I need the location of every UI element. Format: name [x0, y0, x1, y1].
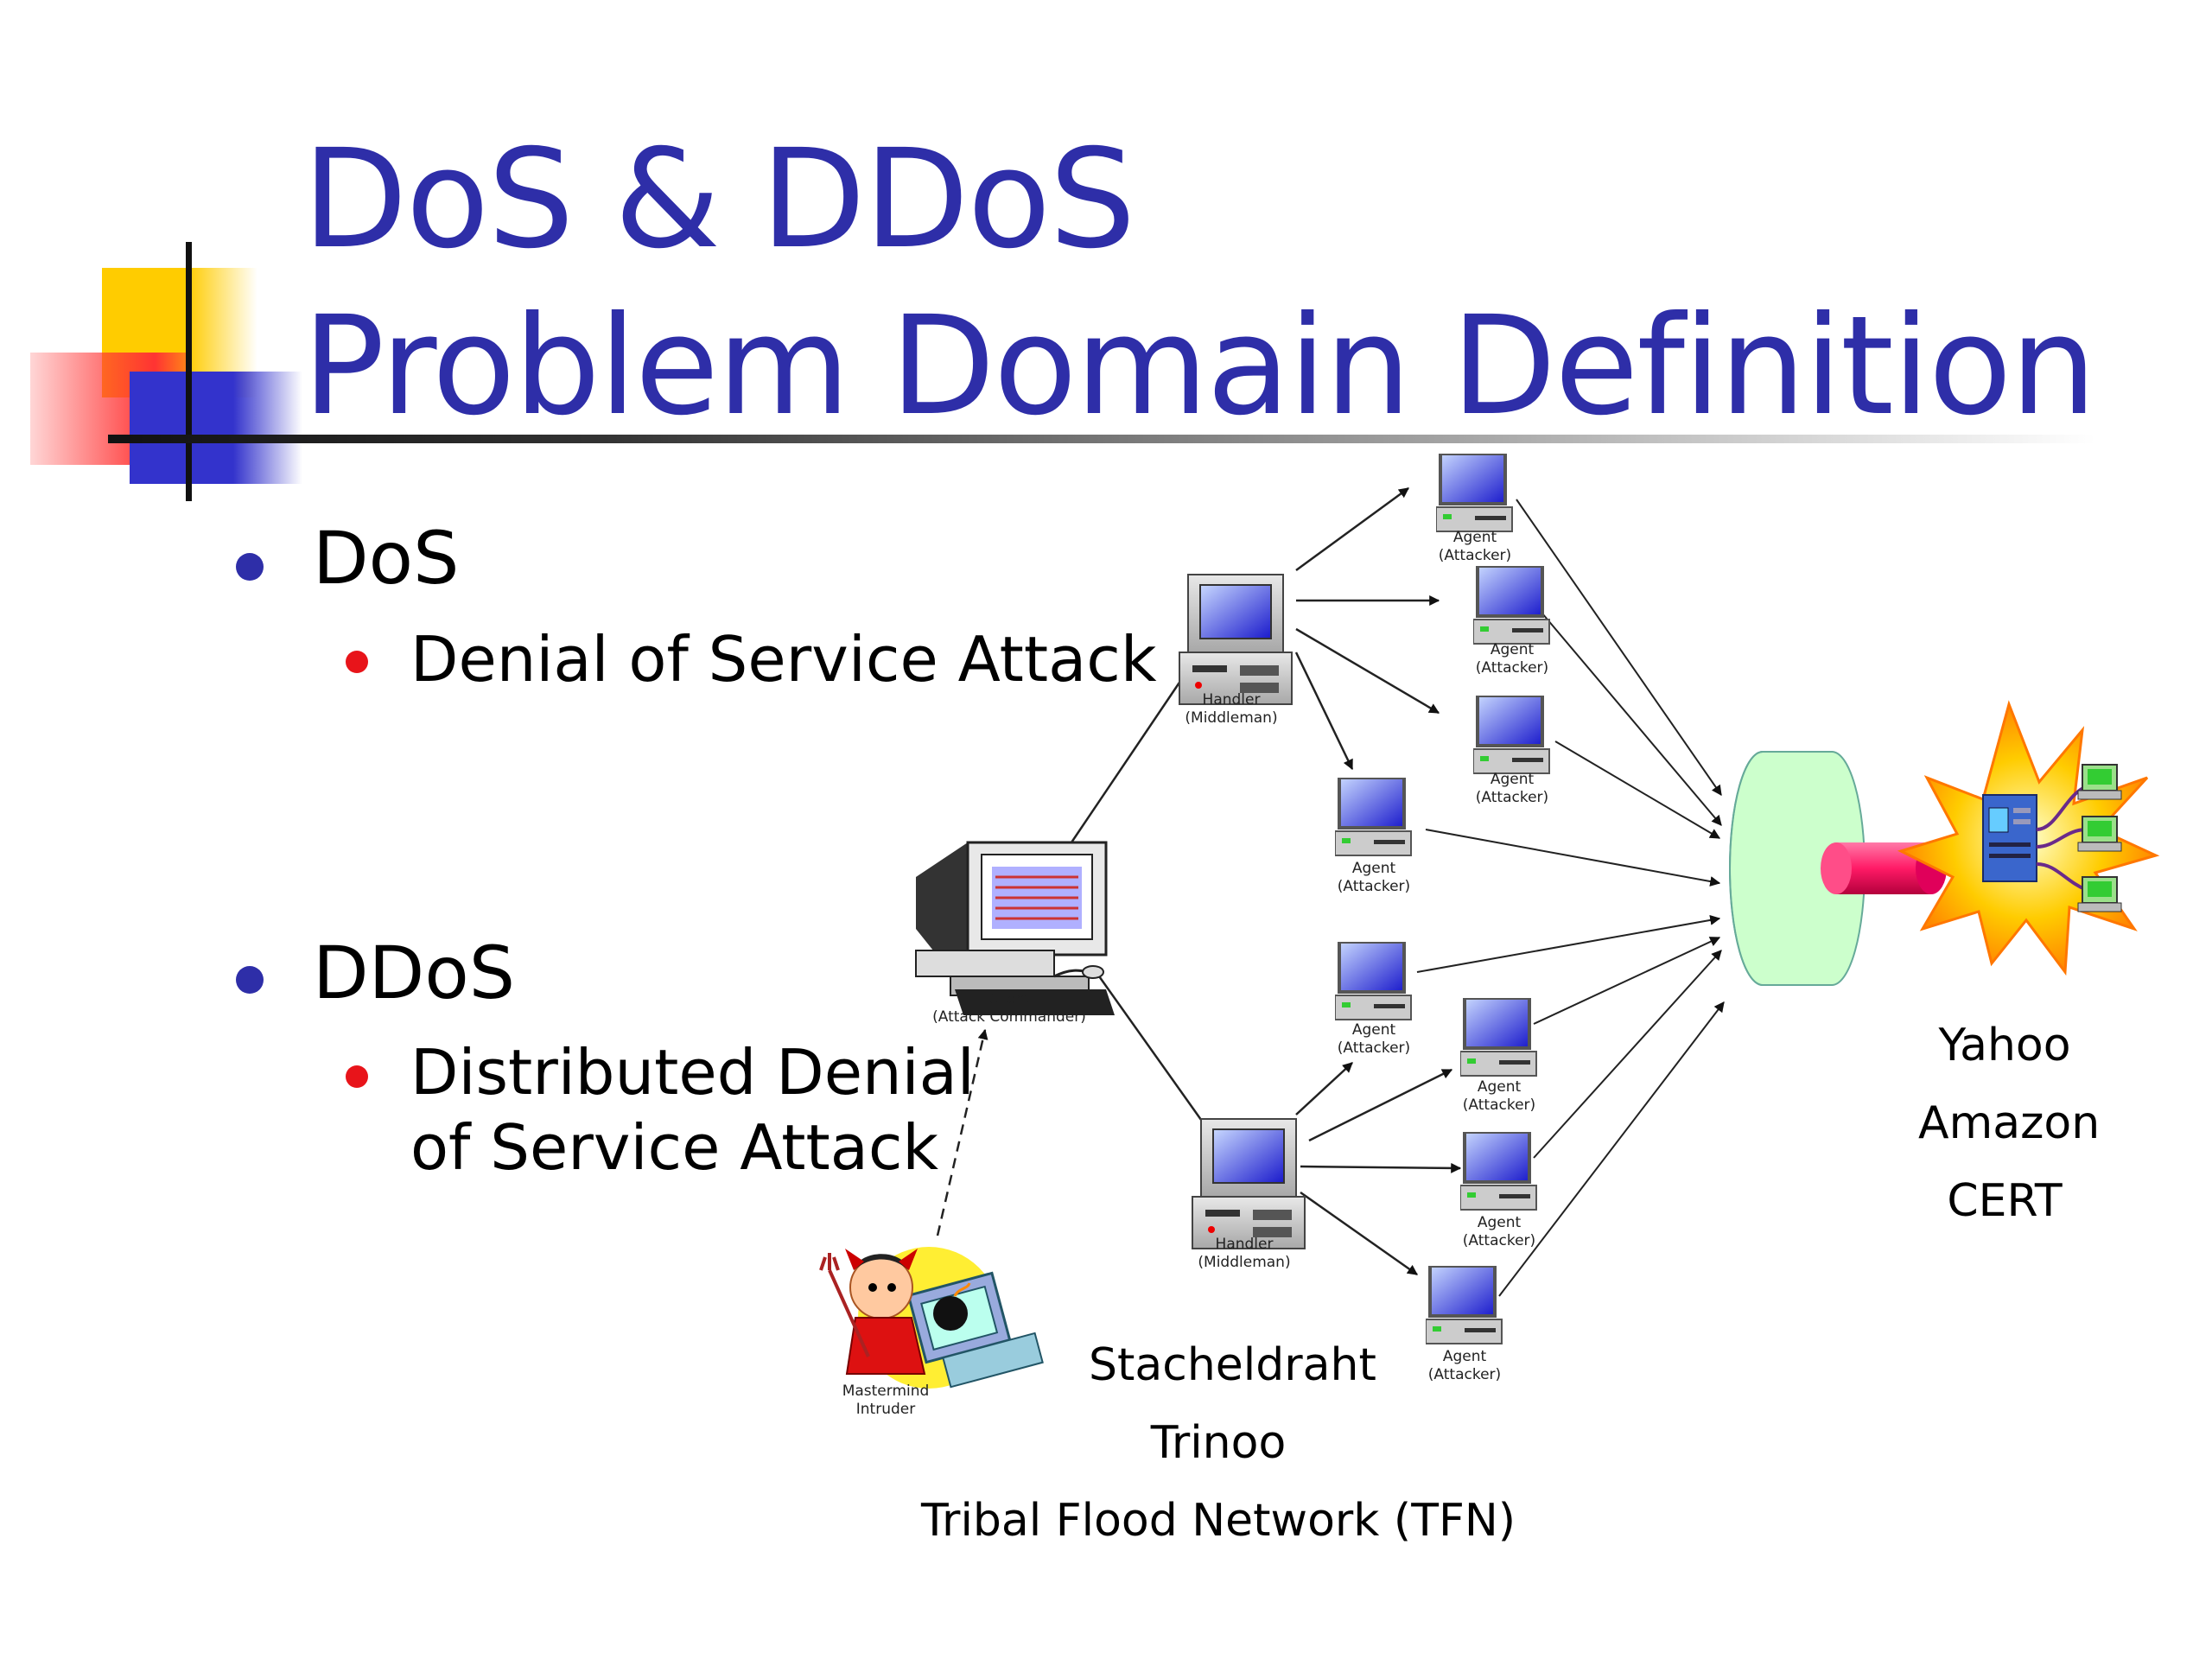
- agent-label-1-line1: Agent: [1452, 529, 1497, 546]
- sub-bullet-dot-2: [346, 1065, 368, 1088]
- deco-blue-block: [130, 372, 302, 484]
- agent-label-2: Agent(Attacker): [1426, 641, 1599, 677]
- arrows-client-handlers: [1070, 669, 1211, 1133]
- handler-label-1-line2: (Middleman): [1185, 709, 1278, 727]
- title-line-2: Problem Domain Definition: [302, 287, 2097, 446]
- handler-1: [1179, 574, 1293, 705]
- agent-label-2-line2: (Attacker): [1475, 659, 1549, 677]
- computer-icon: [1425, 1264, 1503, 1344]
- agent-label-8-line1: Agent: [1442, 1348, 1487, 1365]
- agent-1: [1435, 452, 1514, 539]
- agent-8: [1425, 1264, 1503, 1351]
- agent-label-8: Agent(Attacker): [1378, 1348, 1551, 1384]
- tool-stacheldraht: Stacheldraht: [1089, 1339, 1376, 1391]
- handler-label-2-line2: (Middleman): [1198, 1254, 1291, 1271]
- agent-5: [1334, 940, 1413, 1027]
- tool-tfn: Tribal Flood Network (TFN): [920, 1495, 1516, 1547]
- agent-label-5-line2: (Attacker): [1337, 1039, 1411, 1057]
- target-amazon: Amazon: [1918, 1097, 2101, 1149]
- agent-label-1-line2: (Attacker): [1438, 547, 1512, 564]
- computer-icon: [1472, 694, 1550, 774]
- agent-label-6-line2: (Attacker): [1462, 1096, 1536, 1114]
- bullet-dot-2: [236, 966, 264, 994]
- agent-label-4: Agent(Attacker): [1287, 860, 1460, 896]
- client-label-line1: Client: [988, 990, 1031, 1007]
- tool-trinoo: Trinoo: [1150, 1417, 1287, 1469]
- bullet-dot-1: [236, 553, 264, 581]
- agent-label-3: Agent(Attacker): [1426, 771, 1599, 807]
- computer-icon: [1435, 452, 1513, 532]
- computer-icon: [1459, 996, 1537, 1077]
- arrow-intruder-client: [936, 1028, 988, 1236]
- handler-label-1: Handler(Middleman): [1145, 691, 1318, 728]
- deco-vertical-line: [186, 242, 192, 501]
- handler-2: [1192, 1118, 1306, 1249]
- agent-label-7-line2: (Attacker): [1462, 1232, 1536, 1249]
- target-terminals: [2036, 785, 2088, 892]
- agent-7: [1459, 1130, 1538, 1217]
- bullet-ddos: DDoS: [313, 931, 516, 1015]
- computer-icon: [1334, 940, 1412, 1020]
- agent-4: [1334, 776, 1413, 863]
- agent-6: [1459, 996, 1538, 1084]
- sub-bullet-ddos-1: Distributed Denial: [410, 1036, 975, 1109]
- devil-icon: [819, 1247, 1044, 1389]
- server-icon: [1982, 794, 2037, 882]
- agent-label-8-line2: (Attacker): [1427, 1366, 1502, 1383]
- client-label: Client(Attack Commander): [923, 990, 1096, 1027]
- arrows-handler1-agents: [1294, 486, 1440, 771]
- agent-label-4-line2: (Attacker): [1337, 878, 1411, 895]
- target-cert: CERT: [1947, 1175, 2063, 1227]
- sub-bullet-ddos-2: of Service Attack: [410, 1111, 939, 1184]
- terminal-icons: [2077, 764, 2122, 912]
- computer-icon: [1472, 564, 1550, 645]
- arrows-agents-target: [1416, 499, 1725, 1297]
- bomb-icon: [933, 1296, 968, 1331]
- agent-label-7-line1: Agent: [1477, 1214, 1522, 1231]
- sub-bullet-dos: Denial of Service Attack: [410, 623, 1157, 696]
- intruder-label-line2: Intruder: [855, 1401, 916, 1418]
- agent-label-5-line1: Agent: [1351, 1021, 1396, 1039]
- agent-label-5: Agent(Attacker): [1287, 1021, 1460, 1058]
- computer-icon: [1459, 1130, 1537, 1211]
- handler-label-2-line1: Handler: [1215, 1236, 1274, 1253]
- client-label-line2: (Attack Commander): [932, 1008, 1086, 1026]
- agent-3: [1472, 694, 1551, 781]
- title-underline: [108, 435, 2095, 443]
- agent-label-4-line1: Agent: [1351, 860, 1396, 877]
- agent-label-2-line1: Agent: [1490, 641, 1535, 658]
- computer-icon: [1334, 776, 1412, 856]
- handler-label-2: Handler(Middleman): [1158, 1236, 1331, 1272]
- agent-label-1: Agent(Attacker): [1389, 529, 1561, 565]
- target-yahoo: Yahoo: [1938, 1020, 2071, 1071]
- agent-label-7: Agent(Attacker): [1413, 1214, 1586, 1250]
- sub-bullet-dot-1: [346, 651, 368, 673]
- handler-label-1-line1: Handler: [1202, 691, 1261, 709]
- intruder-label-line1: Mastermind: [842, 1382, 930, 1400]
- agent-label-3-line1: Agent: [1490, 771, 1535, 788]
- agent-label-6-line1: Agent: [1477, 1078, 1522, 1096]
- agent-label-3-line2: (Attacker): [1475, 789, 1549, 806]
- bullet-dos: DoS: [313, 516, 460, 601]
- agent-2: [1472, 564, 1551, 652]
- client-computer: [915, 841, 1115, 1015]
- agent-label-6: Agent(Attacker): [1413, 1078, 1586, 1115]
- title-line-1: DoS & DDoS: [302, 120, 1136, 279]
- arrows-handler2-agents: [1295, 1062, 1462, 1276]
